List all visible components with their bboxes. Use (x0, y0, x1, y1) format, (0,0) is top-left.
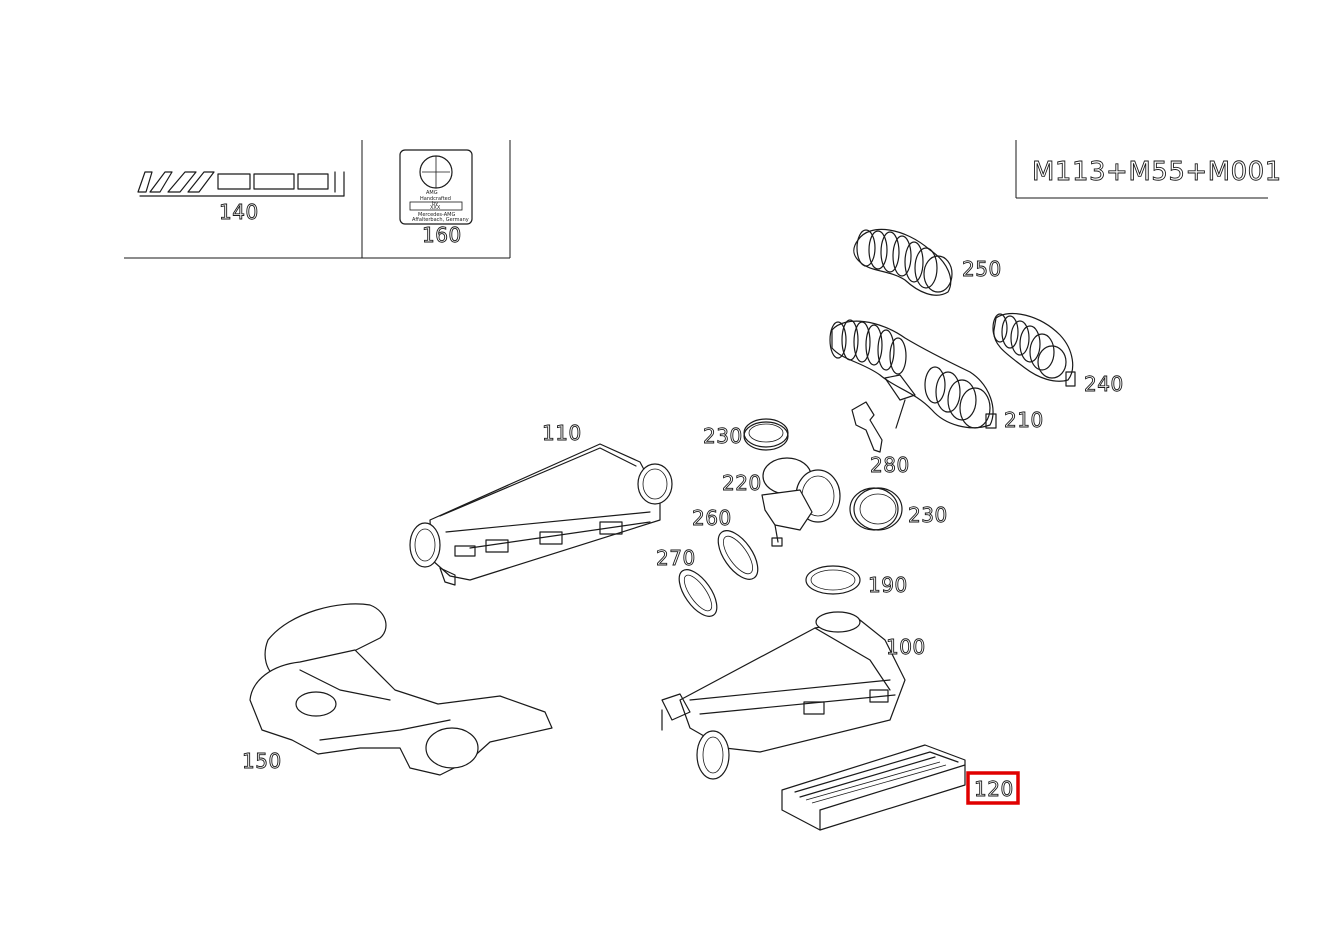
part-label-240: 240 (1084, 372, 1124, 396)
part-label-160: 160 (422, 223, 462, 247)
ring-270-drawing (678, 569, 718, 617)
part-160-engine-plate[interactable]: AMG Handcrafted by XXX Mercedes-AMG Affa… (399, 149, 473, 247)
part-210-hose[interactable]: 210 (829, 319, 1044, 432)
part-220-connector[interactable]: 220 (722, 457, 841, 547)
part-label-190: 190 (868, 573, 908, 597)
housing-100-drawing (661, 611, 906, 780)
plate-line-4: XXX (430, 205, 441, 211)
engine-code-box: M113+M55+M001 (1015, 140, 1282, 199)
part-label-210: 210 (1004, 408, 1044, 432)
amg-badge-drawing (137, 171, 345, 197)
seal-190-drawing (805, 565, 861, 595)
inset-frame (124, 140, 511, 259)
clamp-230b-drawing (849, 487, 903, 531)
part-label-230b: 230 (908, 503, 948, 527)
part-label-230a: 230 (703, 424, 743, 448)
part-100-filter-housing[interactable]: 100 (661, 611, 926, 780)
part-230-clamp-b[interactable]: 230 (849, 487, 948, 531)
part-150-engine-cover[interactable]: 150 (242, 603, 553, 776)
housing-110-drawing (409, 443, 673, 586)
part-110-filter-housing[interactable]: 110 (409, 421, 673, 586)
part-120-filter-element[interactable]: 120 (781, 744, 1020, 831)
part-label-150: 150 (242, 749, 282, 773)
filter-element-120-drawing (781, 744, 966, 831)
hose-210-drawing (829, 319, 997, 429)
part-270-ring[interactable]: 270 (656, 546, 724, 623)
part-280-bracket[interactable]: 280 (851, 401, 910, 477)
bracket-280-drawing (851, 401, 883, 453)
part-label-220: 220 (722, 471, 762, 495)
part-label-100: 100 (886, 635, 926, 659)
part-label-250: 250 (962, 257, 1002, 281)
part-260-ring[interactable]: 260 (692, 506, 766, 586)
part-label-110: 110 (542, 421, 582, 445)
plate-line-5: Mercedes-AMG (418, 212, 455, 218)
part-140-amg-badge[interactable]: 140 (137, 171, 345, 224)
engine-cover-150-drawing (249, 603, 553, 776)
part-230-clamp-a[interactable]: 230 (703, 418, 789, 451)
plate-line-6: Affalterbach, Germany (412, 217, 469, 223)
plate-line-2: Handcrafted (420, 196, 451, 202)
part-label-140: 140 (219, 200, 259, 224)
highlight-box-120 (966, 771, 1020, 805)
part-label-270: 270 (656, 546, 696, 570)
part-label-280: 280 (870, 453, 910, 477)
plate-line-1: AMG (426, 190, 438, 196)
hose-240-drawing (992, 312, 1076, 387)
hose-250-drawing (853, 228, 953, 296)
ring-260-drawing (717, 530, 759, 580)
part-240-hose[interactable]: 240 (992, 312, 1124, 396)
connector-220-drawing (761, 457, 841, 547)
clamp-230a-drawing (743, 418, 789, 451)
part-label-260: 260 (692, 506, 732, 530)
part-250-hose[interactable]: 250 (853, 228, 1002, 296)
part-190-seal[interactable]: 190 (805, 565, 908, 597)
part-label-120: 120 (974, 777, 1014, 801)
plate-line-3: by (432, 201, 438, 207)
engine-code: M113+M55+M001 (1032, 157, 1282, 187)
